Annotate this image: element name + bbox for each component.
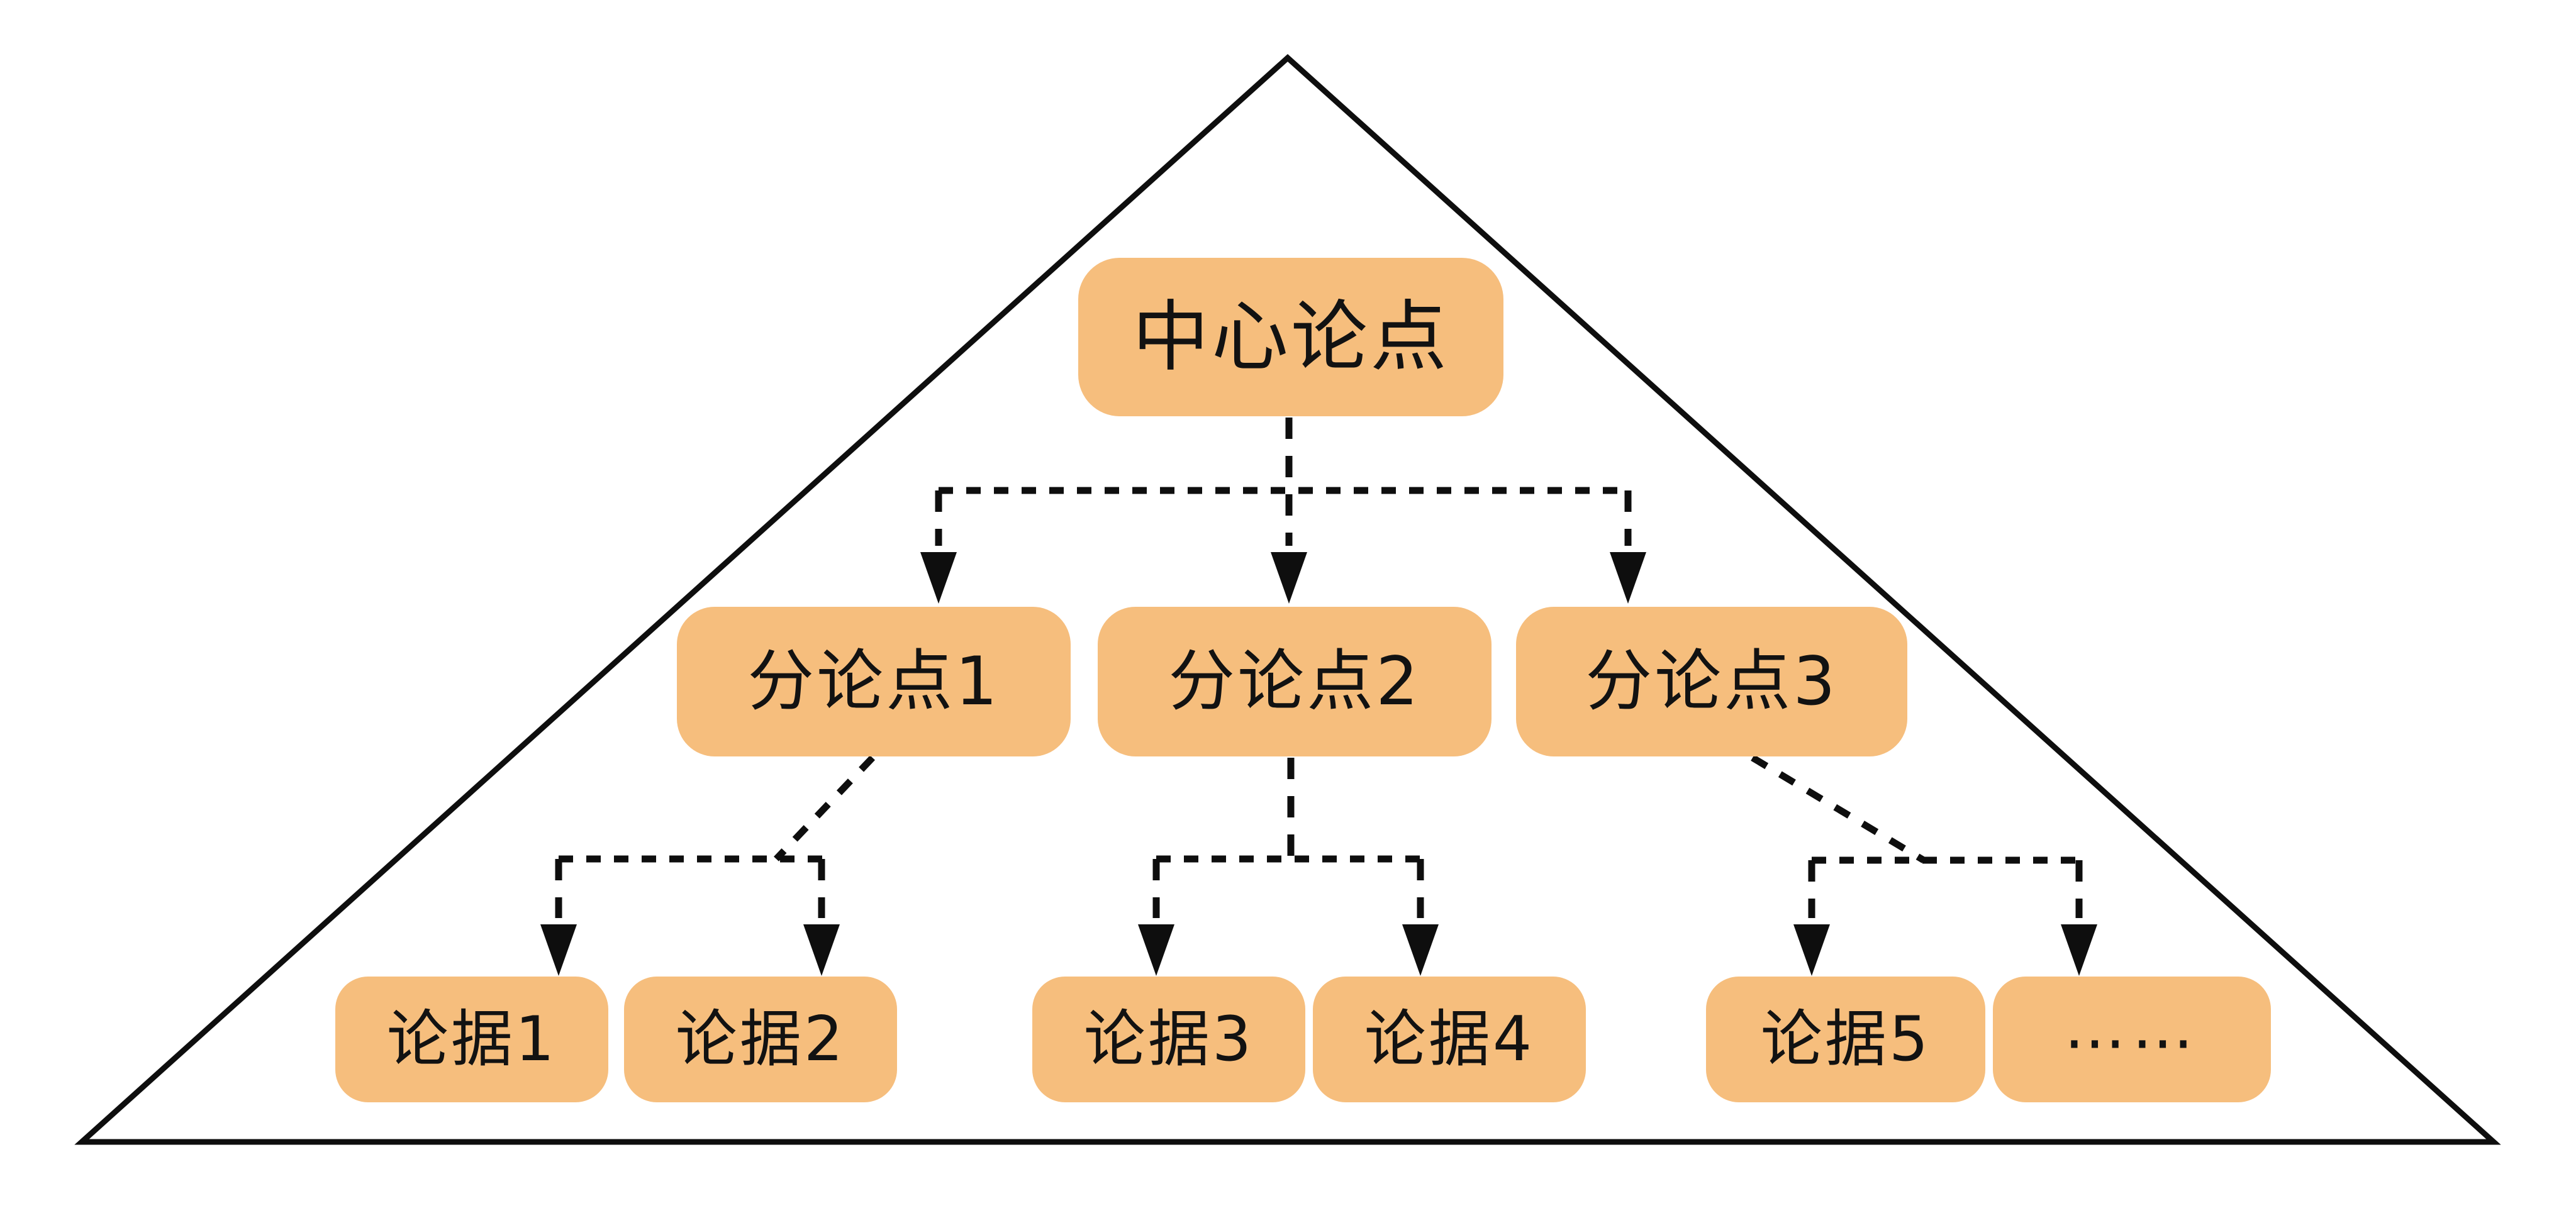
node-sub-point-2: 分论点2 xyxy=(1098,607,1492,756)
node-evidence-4: 论据4 xyxy=(1313,977,1586,1102)
arrowhead-sub2 xyxy=(1271,552,1307,604)
node-evidence-5-label: 论据5 xyxy=(1760,1004,1931,1075)
arrowheads xyxy=(540,552,2097,976)
node-evidence-ellipsis: …… xyxy=(1993,977,2271,1102)
node-evidence-5: 论据5 xyxy=(1706,977,1985,1102)
connector-sub1-stem xyxy=(774,755,875,861)
node-evidence-3-label: 论据3 xyxy=(1083,1004,1254,1075)
node-sub-point-3: 分论点3 xyxy=(1516,607,1907,756)
arrowhead-ev4 xyxy=(1402,924,1439,976)
triangle-outline xyxy=(74,53,2501,1145)
arrowhead-ev6 xyxy=(2061,924,2097,976)
arrowhead-sub3 xyxy=(1610,552,1646,604)
connector-lines xyxy=(555,418,2083,918)
arrowhead-ev3 xyxy=(1138,924,1174,976)
arrowhead-ev1 xyxy=(540,924,577,976)
node-evidence-1: 论据1 xyxy=(335,977,608,1102)
node-evidence-ellipsis-label: …… xyxy=(2064,991,2200,1063)
node-sub-point-2-label: 分论点2 xyxy=(1168,643,1421,720)
connector-sub3-stem xyxy=(1751,755,1926,863)
node-evidence-2-label: 论据2 xyxy=(675,1004,846,1075)
node-sub-point-1: 分论点1 xyxy=(677,607,1071,756)
arrowhead-sub1 xyxy=(920,552,957,604)
node-evidence-2: 论据2 xyxy=(624,977,897,1102)
arrowhead-ev5 xyxy=(1793,924,1830,976)
node-evidence-1-label: 论据1 xyxy=(386,1004,557,1075)
node-evidence-4-label: 论据4 xyxy=(1364,1004,1535,1075)
node-sub-point-1-label: 分论点1 xyxy=(747,643,1000,720)
node-evidence-3: 论据3 xyxy=(1032,977,1305,1102)
arrowhead-ev2 xyxy=(803,924,840,976)
node-central-claim: 中心论点 xyxy=(1078,258,1503,416)
node-central-claim-label: 中心论点 xyxy=(1132,292,1449,382)
node-sub-point-3-label: 分论点3 xyxy=(1585,643,1838,720)
